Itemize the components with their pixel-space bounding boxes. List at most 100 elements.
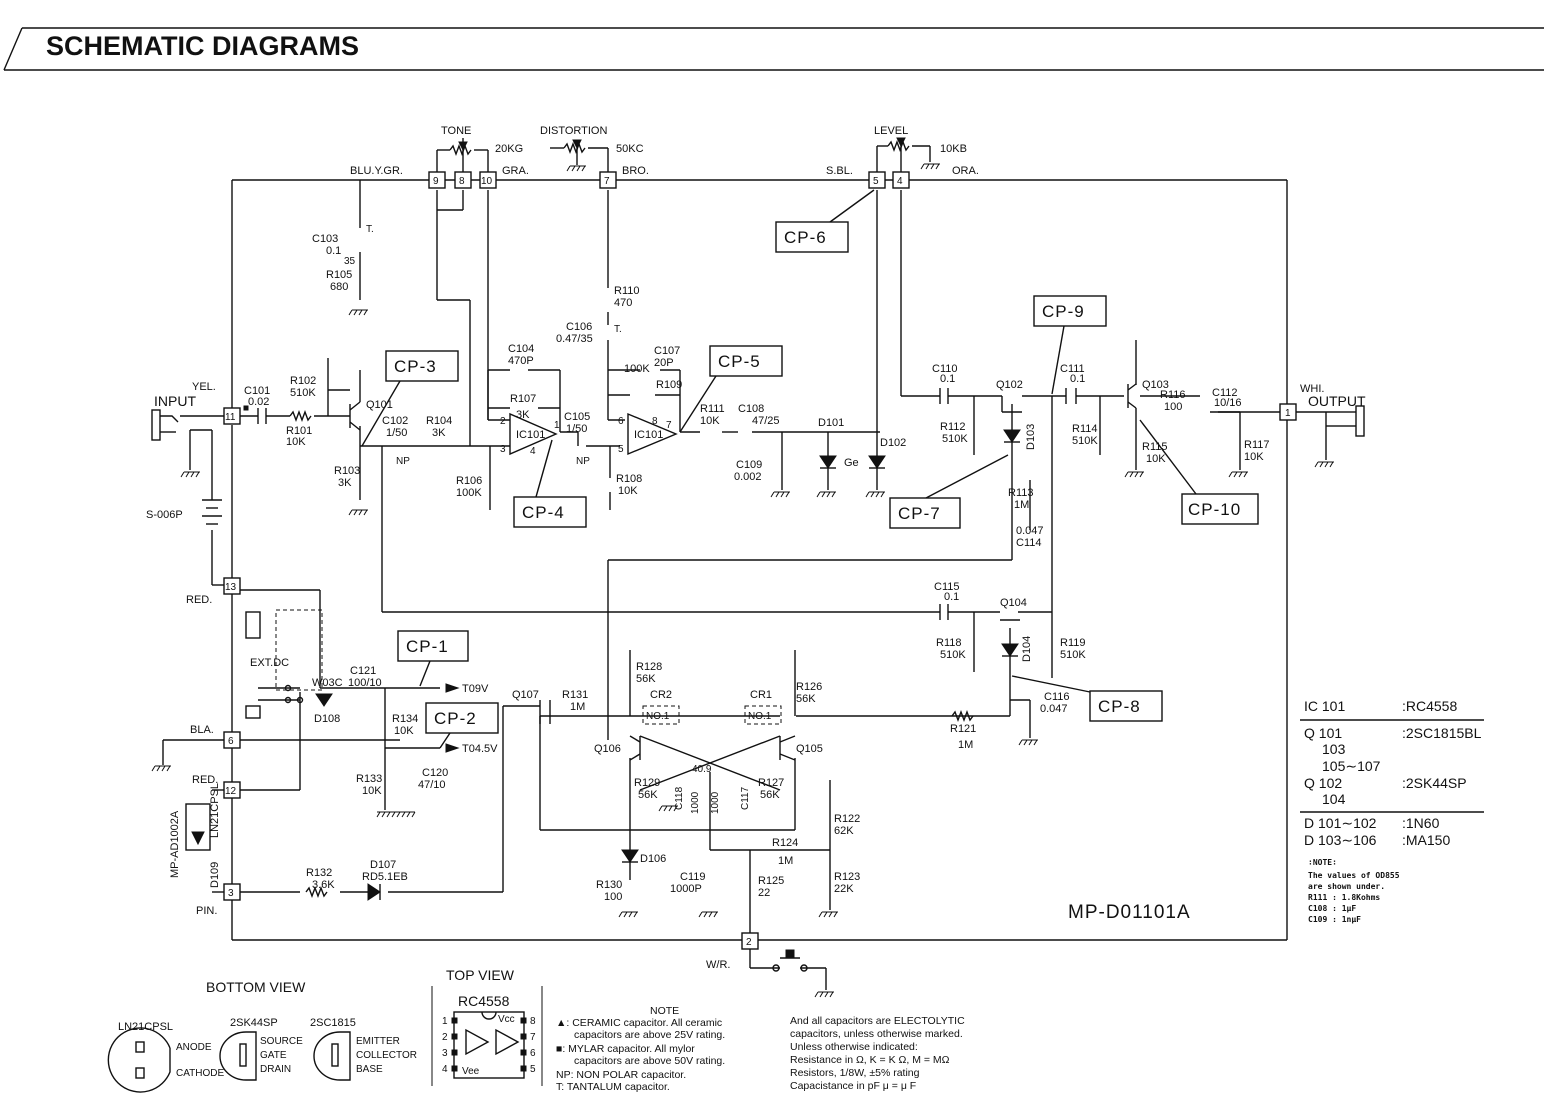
r124-ref: R124 [772,837,798,849]
model-number: MP-D01101A [1068,902,1191,923]
terminal-3: 3 [228,888,234,899]
cr2-ref: CR2 [650,689,672,701]
r133-ref: R133 [356,773,382,785]
svg-text:CP-4: CP-4 [522,503,565,522]
d108-label: D108 [314,713,340,725]
r104-ref: R104 [426,415,452,427]
ic101a-label: IC101 [516,429,545,441]
checkpoint-cp5: CP-5 [679,345,783,433]
op-amps: IC101 2 3 1 4 IC101 6 5 7 8 [500,412,678,457]
output-jack-icon [1326,405,1365,437]
note-right-3: Unless otherwise indicated: [790,1041,918,1053]
wr-label: W/R. [706,959,730,971]
table-note-line-5: C109 : 1nμF [1308,915,1361,924]
q105-label: Q105 [796,743,823,755]
led-package-icon [107,1027,171,1093]
c106-value: 0.47/35 [556,333,593,345]
r132-value: 3.6K [312,879,335,891]
checkpoint-cp10: CP-10 [1139,419,1259,525]
checkpoint-cp8: CP-8 [1011,675,1163,722]
r101-value: 10K [286,436,306,448]
checkpoint-cp6: CP-6 [775,189,875,253]
c107-value: 20P [654,357,674,369]
cr2-value: NO.1 [646,711,670,722]
terminal-8: 8 [459,176,465,187]
d104-diode: D104 [1001,636,1033,662]
r126-ref: R126 [796,681,822,693]
q101-label: Q101 [366,399,393,411]
c117-tag: 40.9 [692,764,712,775]
c119-ref: C119 [680,871,705,883]
battery-icon [202,499,222,525]
c115-ref: C115 [934,581,959,593]
r127-ref: R127 [758,777,784,789]
cr1-ref: CR1 [750,689,772,701]
gate-label: GATE [260,1050,287,1061]
svg-text:1: 1 [554,420,560,431]
c105-ref: C105 [564,411,590,423]
terminal-5: 5 [873,176,879,187]
r114-value: 510K [1072,435,1098,447]
c112-value: 10/16 [1214,397,1242,409]
ground-symbols [151,163,1334,998]
pin-1: 1 [442,1016,448,1027]
t09v-label: T09V [462,683,489,695]
checkpoint-cp4: CP-4 [513,439,587,528]
c102-type: NP [396,456,410,467]
c103-type: T. [366,224,374,235]
tone-pot-value: 20KG [495,143,523,155]
q101-transistor: Q101 [349,370,393,431]
tone-pot: TONE 20KG [436,125,523,172]
r134-value: 10K [394,725,414,737]
r117-ref: R117 [1244,439,1269,451]
q107-transistor: Q107 [512,689,551,724]
c110-value: 0.1 [940,373,955,385]
c104-ref: C104 [508,343,534,355]
r128-ref: R128 [636,661,662,673]
terminal-1: 1 [1285,408,1291,419]
r108-ref: R108 [616,473,642,485]
ext-dc-jack-icon [245,609,323,719]
page-header: SCHEMATIC DIAGRAMS [3,27,1544,71]
input-label: INPUT [154,393,196,409]
potentiometers: TONE 20KG DISTORTION 50KC LEVEL 10KB [436,125,967,172]
parts-q102-part: :2SK44SP [1402,775,1467,791]
r130-ref: R130 [596,879,622,891]
checkpoint-cp2: CP-2 [425,702,499,749]
parts-d101-ref: D 101∼102 [1304,815,1377,831]
c118-value: 1000 [690,791,701,814]
terminal-7: 7 [604,176,610,187]
c121-value: 100/10 [348,677,382,689]
wire-pin: PIN. [196,905,217,917]
terminal-2: 2 [746,937,752,948]
note-left-4: capacitors are above 50V rating. [574,1055,725,1067]
note-right-1: And all capacitors are ELECTOLYTIC [790,1015,965,1027]
pin-7: 7 [530,1032,536,1043]
r115-ref: R115 [1142,441,1167,453]
r130-value: 100 [604,891,622,903]
parts-q101-ref: Q 101 [1304,725,1342,741]
r116-value: 100 [1164,401,1182,413]
r105-ref: R105 [326,269,352,281]
c101-ref: C101 [244,385,270,397]
wire-whi: WHI. [1300,383,1324,395]
led-part-label: LN21CPSL [209,783,221,838]
c119-value: 1000P [670,883,702,895]
note-left-3: ■: MYLAR capacitor. All mylor [556,1043,695,1055]
mp-led-label: MP-AD1002A [169,810,181,878]
r110-value: 470 [614,297,632,309]
r109-value: 100K [624,363,650,375]
parts-d103-part: :MA150 [1402,832,1450,848]
svg-text:CP-3: CP-3 [394,357,437,376]
r114-ref: R114 [1072,423,1097,435]
c120-ref: C120 [422,767,448,779]
d109-label: D109 [209,862,221,888]
bjt-package-icon [313,1031,351,1081]
c117-ref: C117 [740,786,751,810]
2sc1815-label: 2SC1815 [310,1017,356,1029]
c106-ref: C106 [566,321,592,333]
w03c-label: W03C [312,677,343,689]
q102-transistor: Q102 [996,379,1023,413]
c102-value: 1/50 [386,427,407,439]
source-label: SOURCE [260,1036,303,1047]
